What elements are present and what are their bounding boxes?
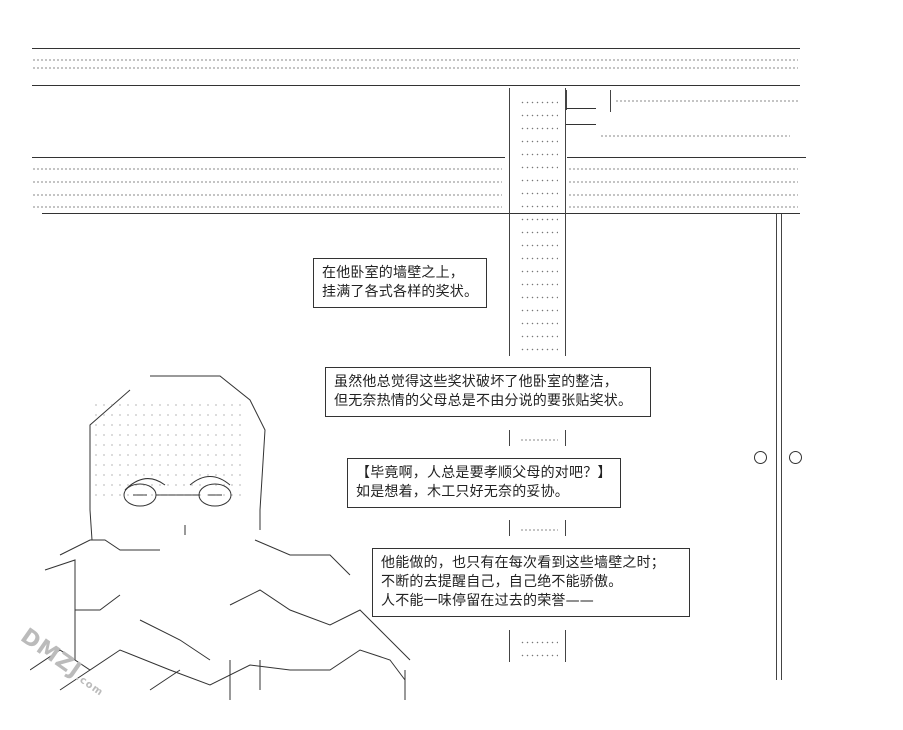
column-dots: [520, 438, 558, 442]
wall-dots: [32, 167, 502, 171]
frame-line: [566, 108, 596, 109]
caption-line: 他能做的，也只有在每次看到这些墙壁之时；: [381, 555, 665, 571]
wall-dots: [615, 99, 800, 103]
frame-line: [566, 124, 596, 125]
column-line: [509, 430, 510, 446]
column-line: [565, 88, 566, 356]
wall-line: [32, 85, 800, 86]
caption-box-1: 在他卧室的墙壁之上， 挂满了各式各样的奖状。: [313, 258, 488, 308]
caption-line: 挂满了各式各样的奖状。: [322, 284, 479, 300]
wall-dots: [568, 167, 798, 171]
wall-line: [32, 157, 505, 158]
door-knob-icon: [754, 451, 767, 464]
caption-line: 但无奈热情的父母总是不由分说的要张贴奖状。: [334, 393, 633, 409]
column-dots: [520, 528, 558, 532]
column-line: [509, 88, 510, 356]
door-knob-icon: [789, 451, 802, 464]
wall-dots: [600, 134, 790, 138]
wall-dots: [568, 205, 798, 209]
wall-dots: [568, 193, 798, 197]
caption-line: 虽然他总觉得这些奖状破坏了他卧室的整洁，: [334, 374, 618, 390]
caption-box-3: 【毕竟啊，人总是要孝顺父母的对吧？】 如是想着，木工只好无奈的妥协。: [347, 458, 621, 508]
column-line: [565, 430, 566, 446]
column-line: [565, 520, 566, 536]
frame-line: [566, 90, 567, 110]
wall-dots: [32, 180, 502, 184]
door-frame: [776, 214, 777, 680]
caption-box-4: 他能做的，也只有在每次看到这些墙壁之时； 不断的去提醒自己，自己绝不能骄傲。 人…: [372, 548, 690, 617]
wall-dots: [32, 205, 502, 209]
door-frame: [781, 214, 782, 680]
wall-dots: [568, 180, 798, 184]
column-line: [509, 520, 510, 536]
caption-line: 不断的去提醒自己，自己绝不能骄傲。: [381, 574, 623, 590]
caption-line: 人不能一味停留在过去的荣誉——: [381, 593, 594, 609]
wall-dots: [32, 66, 798, 70]
caption-box-2: 虽然他总觉得这些奖状破坏了他卧室的整洁， 但无奈热情的父母总是不由分说的要张贴奖…: [325, 367, 652, 417]
wall-dots: [32, 193, 502, 197]
wall-line: [567, 157, 806, 158]
caption-line: 【毕竟啊，人总是要孝顺父母的对吧？】: [356, 465, 612, 481]
figure-shading: [92, 400, 242, 500]
column-line: [509, 630, 510, 662]
wall-line: [32, 48, 800, 49]
caption-line: 在他卧室的墙壁之上，: [322, 265, 464, 281]
column-line: [565, 630, 566, 662]
wall-line: [42, 213, 800, 214]
caption-line: 如是想着，木工只好无奈的妥协。: [356, 484, 569, 500]
wall-dots: [32, 58, 798, 62]
column-dots: [520, 636, 558, 658]
frame-line: [610, 90, 611, 112]
column-dots: [520, 96, 558, 352]
